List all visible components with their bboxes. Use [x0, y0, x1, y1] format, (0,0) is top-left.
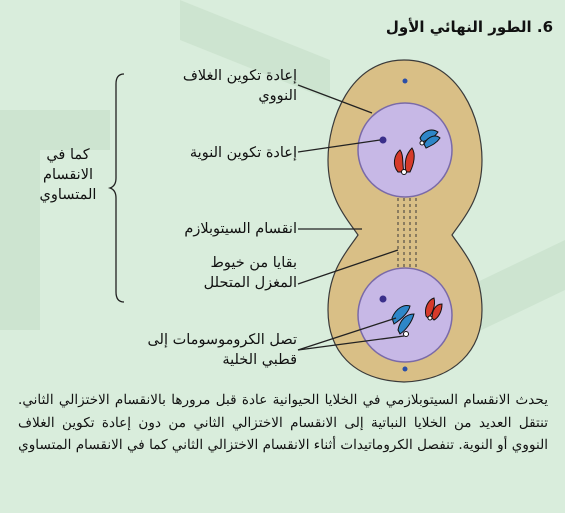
leader-spindle-remnants: [297, 249, 399, 285]
leader-lines: [297, 84, 405, 351]
bottom-chromosomes: [391, 297, 443, 337]
top-nucleus: [357, 102, 453, 198]
figure-caption: يحدث الانقسام السيتوبلازمي في الخلايا ال…: [18, 392, 548, 453]
bottom-nucleolus: [379, 295, 387, 303]
bottom-centriole: [402, 366, 408, 372]
label-as-in-mitosis: كما في الانقسام المتساوي: [39, 147, 97, 203]
group-bracket: [107, 73, 125, 303]
label-nuclear-envelope: إعادة تكوين الغلاف النووي: [182, 68, 297, 104]
watermark-shape-top: [180, 0, 330, 100]
leader-nuclear-envelope: [297, 84, 373, 114]
leader-nucleolus: [297, 139, 381, 153]
label-nucleolus: إعادة تكوين النوية: [189, 145, 297, 161]
label-chromosomes-poles: تصل الكروموسومات إلى قطبي الخلية: [147, 332, 297, 368]
top-chromosomes: [393, 129, 441, 175]
figure-title: 6. الطور النهائي الأول: [385, 18, 553, 36]
watermark-shape-left: [0, 110, 110, 330]
leader-chromosomes-2: [297, 335, 405, 351]
top-nucleolus: [379, 136, 387, 144]
label-cytokinesis: انقسام السيتوبلازم: [184, 221, 297, 237]
leader-chromosomes-1: [297, 317, 397, 351]
label-spindle-remnants: بقايا من خيوط المغزل المتحلل: [203, 255, 297, 291]
top-centriole: [402, 78, 408, 84]
